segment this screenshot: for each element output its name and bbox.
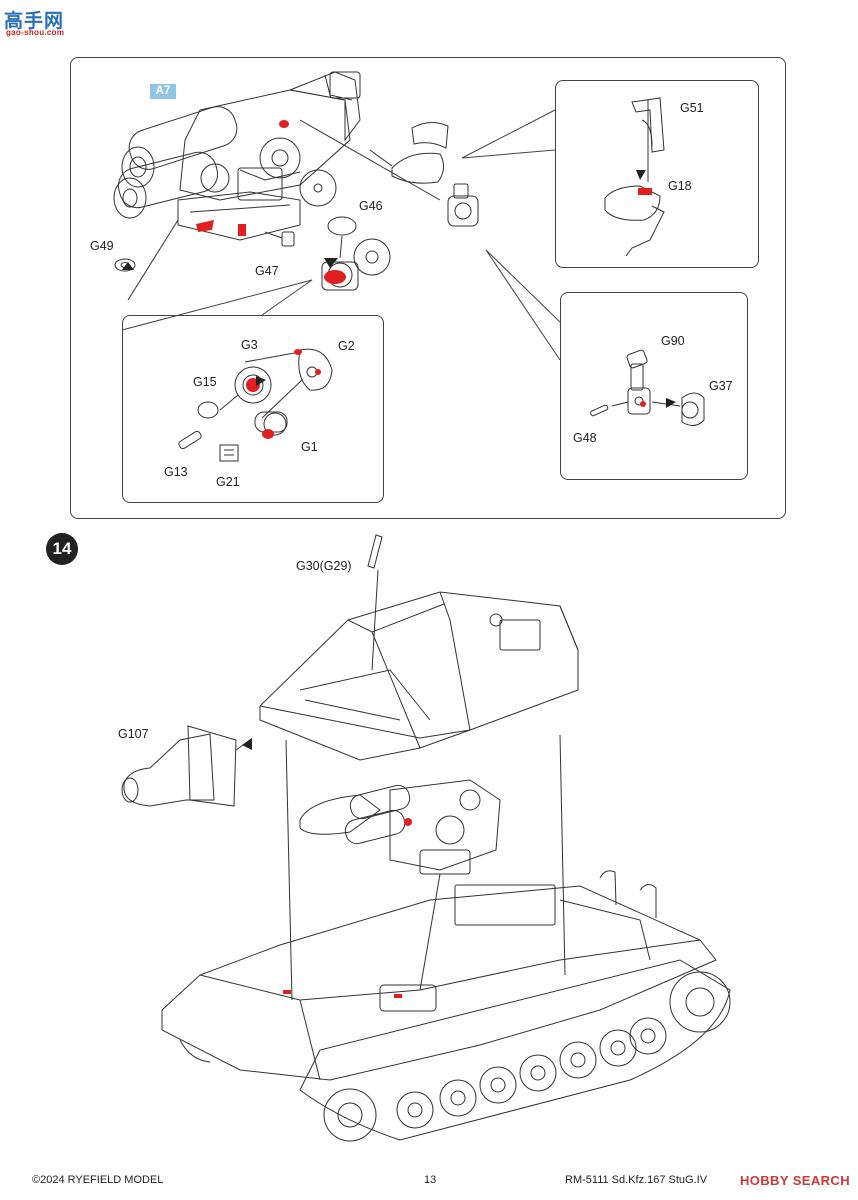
label-g21: G21 — [216, 475, 240, 489]
label-g46: G46 — [359, 199, 383, 213]
label-g13: G13 — [164, 465, 188, 479]
detail-wheel-drawing — [178, 348, 333, 462]
footer-product-code: RM-5111 Sd.Kfz.167 StuG.IV — [565, 1174, 708, 1186]
label-g48: G48 — [573, 431, 597, 445]
label-g90: G90 — [661, 334, 685, 348]
label-g18: G18 — [668, 179, 692, 193]
callout-periscope-pointer — [485, 249, 561, 361]
label-g37: G37 — [709, 379, 733, 393]
gunner-seat — [369, 122, 449, 184]
label-g1: G1 — [301, 440, 318, 454]
gun-assembly — [113, 71, 441, 301]
callout-periscope-drawing — [590, 349, 705, 426]
detail-box-wheel — [122, 315, 384, 503]
callout-seat-pointer — [461, 109, 556, 159]
gun-step14 — [299, 779, 501, 991]
label-g51: G51 — [680, 101, 704, 115]
label-g2: G2 — [338, 339, 355, 353]
callout-periscope — [560, 292, 748, 480]
label-g47: G47 — [255, 264, 279, 278]
detail-box-pointer — [121, 279, 313, 331]
label-g107: G107 — [118, 727, 149, 741]
label-g30-g29: G30(G29) — [296, 559, 352, 573]
g46-part — [327, 216, 357, 259]
hull — [161, 734, 717, 1081]
label-g15: G15 — [193, 375, 217, 389]
arrows — [122, 170, 676, 750]
g47-part — [264, 231, 295, 247]
footer-copyright: ©2024 RYEFIELD MODEL — [32, 1174, 164, 1186]
footer-page-number: 13 — [424, 1174, 437, 1186]
watermark-logo-text: 高手网 — [4, 11, 65, 32]
callout-seat — [555, 80, 759, 268]
label-g3: G3 — [241, 338, 258, 352]
watermark-logo: 高手网 — [4, 6, 64, 33]
label-g49: G49 — [90, 239, 114, 253]
callout-seat-drawing — [604, 97, 665, 257]
hobby-search-logo: HOBBY SEARCH — [739, 1173, 850, 1188]
track-assembly — [179, 959, 731, 1142]
part-tag-a7: A7 — [150, 84, 176, 99]
glue-highlights — [196, 120, 652, 998]
elevation-wheel — [321, 238, 391, 291]
sight-part — [447, 183, 479, 227]
watermark-url: gao-shou.com — [6, 28, 65, 37]
g30-part — [367, 534, 383, 671]
superstructure — [259, 591, 579, 761]
step-number-14: 14 — [46, 533, 78, 565]
